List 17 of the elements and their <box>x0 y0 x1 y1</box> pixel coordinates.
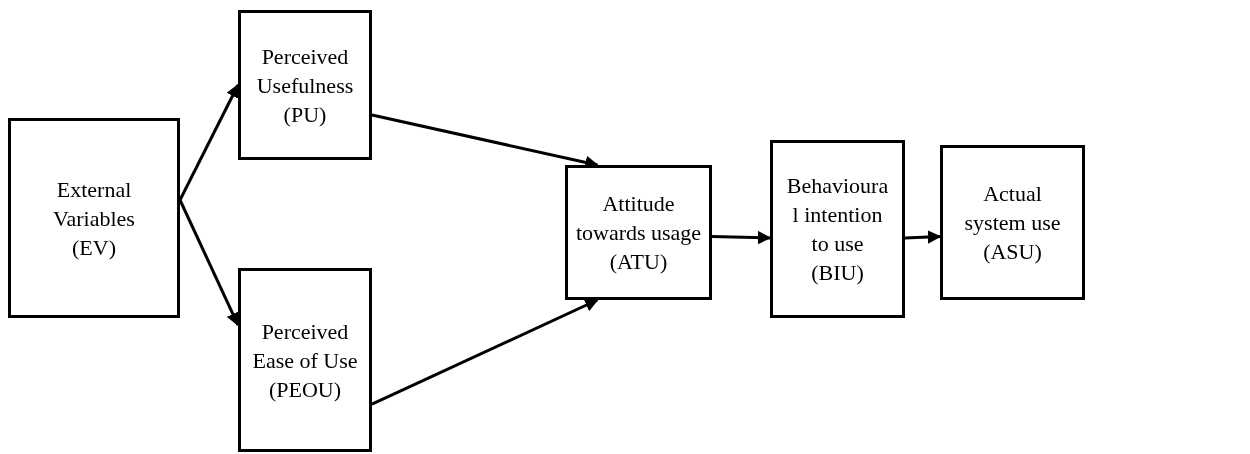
arrow <box>178 199 240 327</box>
process-box <box>940 145 1085 300</box>
process-box <box>238 268 372 452</box>
process-box <box>770 140 905 318</box>
box-label: Attitude towards usage (ATU) <box>574 190 703 276</box>
box-label: Perceived Ease of Use (PEOU) <box>251 317 359 404</box>
process-box <box>238 10 372 160</box>
box-label: Perceived Usefulness (PU) <box>255 42 355 129</box>
box-label: External Variables (EV) <box>52 175 136 262</box>
arrow <box>371 298 599 406</box>
arrow <box>178 83 240 201</box>
process-box <box>8 118 180 318</box>
box-label: Actual system use (ASU) <box>963 180 1062 266</box>
box-label: Behavioura l intention to use (BIU) <box>785 172 890 287</box>
arrow <box>904 230 942 244</box>
arrow <box>711 230 772 245</box>
process-box <box>565 165 712 300</box>
